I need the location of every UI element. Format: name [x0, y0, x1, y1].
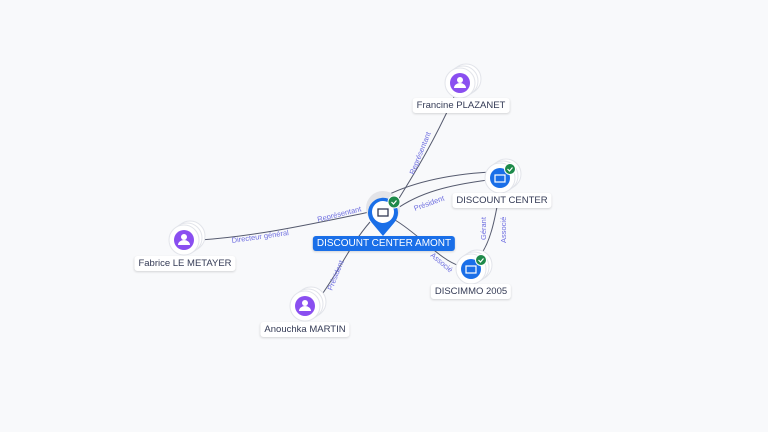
building-icon [377, 208, 389, 217]
verified-check-icon [475, 254, 487, 266]
edge-dc-center [394, 179, 489, 211]
node-label[interactable]: Anouchka MARTIN [260, 322, 350, 337]
edge-label: Représentant [316, 204, 363, 224]
edge-label: Directeur général [231, 228, 290, 245]
person-icon [295, 296, 315, 316]
edge-label: Gérant [479, 216, 488, 240]
edge-label: Président [413, 193, 447, 213]
node-discount-center-amont[interactable] [366, 191, 401, 236]
edge-label: Associé [499, 217, 508, 243]
verified-check-icon [504, 163, 516, 175]
node-francine[interactable] [444, 63, 482, 99]
node-label[interactable]: DISCOUNT CENTER AMONT [312, 236, 456, 251]
node-discimmo[interactable] [455, 249, 493, 285]
node-label[interactable]: Fabrice LE METAYER [134, 256, 236, 271]
node-discount-center[interactable] [484, 158, 522, 194]
person-icon [450, 73, 470, 93]
node-label[interactable]: DISCIMMO 2005 [430, 284, 512, 299]
node-fabrice[interactable] [168, 220, 206, 256]
edge-fabrice-center [199, 211, 371, 241]
node-label[interactable]: Francine PLAZANET [412, 98, 510, 113]
node-anouchka[interactable] [289, 286, 327, 322]
edge-anouchka-center [317, 221, 371, 301]
building-icon [461, 259, 481, 279]
verified-check-icon [387, 195, 401, 209]
person-icon [174, 230, 194, 250]
edge-label: Représentant [408, 130, 434, 176]
edge-label: Président [326, 258, 347, 292]
building-icon [490, 168, 510, 188]
node-label[interactable]: DISCOUNT CENTER [452, 193, 552, 208]
